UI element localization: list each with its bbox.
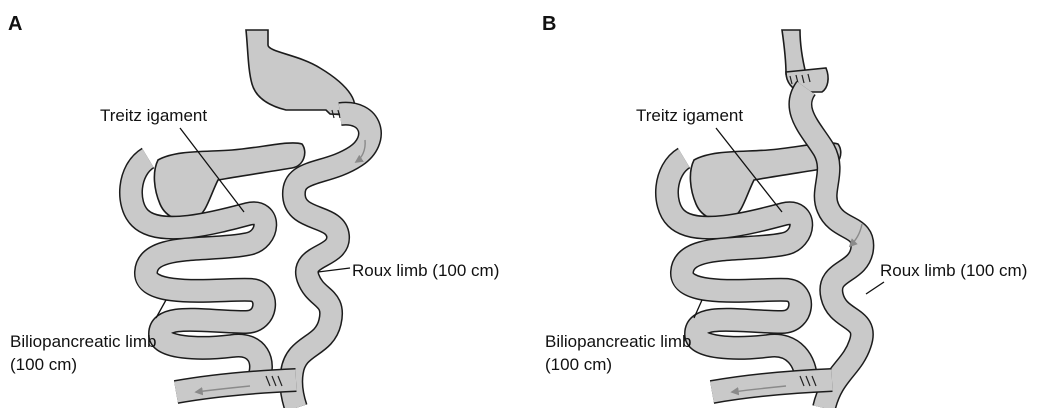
roux-limb-label-a: Roux limb (100 cm) <box>352 261 499 280</box>
panel-a-label: A <box>8 13 22 35</box>
biliopancreatic-limb-length-a: (100 cm) <box>10 355 77 374</box>
roux-limb-label-b: Roux limb (100 cm) <box>880 261 1027 280</box>
panel-a: A Treitz igament Roux limb (100 cm) Bili… <box>8 13 499 408</box>
treitz-ligament-label-a: Treitz igament <box>100 106 207 125</box>
treitz-ligament-label-b: Treitz igament <box>636 106 743 125</box>
panel-b-label: B <box>542 13 556 35</box>
biliopancreatic-limb-length-b: (100 cm) <box>545 355 612 374</box>
gastric-pouch-b <box>782 30 828 92</box>
biliopancreatic-limb-label-a: Biliopancreatic limb <box>10 332 156 351</box>
biliopancreatic-limb-label-b: Biliopancreatic limb <box>545 332 691 351</box>
panel-b: B Treitz igament Roux limb (100 cm) Bili… <box>542 13 1027 408</box>
